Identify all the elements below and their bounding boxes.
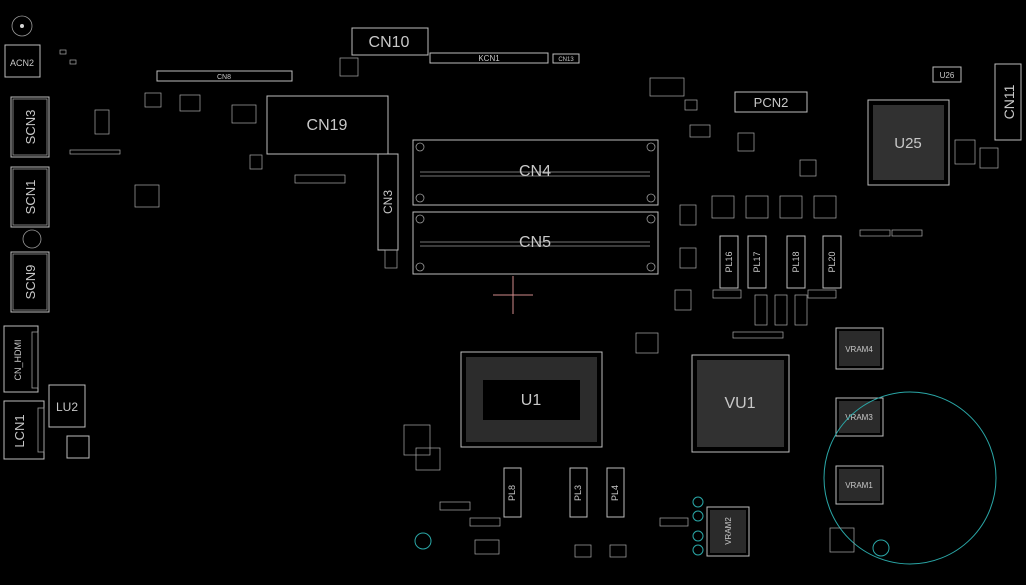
cn8-connector[interactable]: CN8 [156,70,293,82]
u26-chip[interactable]: U26 [932,66,962,83]
selection-highlight-circle [823,391,997,565]
kcn1-connector[interactable]: KCN1 [429,52,549,64]
cn10-connector[interactable]: CN10 [351,27,429,56]
vram1-chip[interactable]: VRAM1 [835,465,884,505]
u25-label: U25 [894,135,922,152]
scn3-connector[interactable]: SCN3 [10,96,50,158]
lu2-component[interactable]: LU2 [48,384,86,428]
vu1-gpu-chip[interactable]: VU1 [691,354,790,453]
cn11-connector[interactable]: CN11 [994,63,1022,141]
pl4-label: PL4 [610,485,620,501]
cn19-label: CN19 [307,117,348,134]
pl17-inductor[interactable]: PL17 [747,235,767,289]
cn4-memory-slot[interactable]: CN4 [412,139,659,206]
smd-components [59,49,999,558]
mounting-hole [414,532,432,550]
lcn1-connector[interactable]: LCN1 [3,400,45,460]
vram2-chip[interactable]: VRAM2 [706,506,750,557]
cn4-label: CN4 [519,163,551,180]
small-ic [66,435,90,459]
cn13-connector[interactable]: CN13 [552,53,580,64]
cn5-label: CN5 [519,234,551,251]
pl17-label: PL17 [752,251,762,272]
vram4-label: VRAM4 [845,345,873,354]
cn8-label: CN8 [217,74,231,81]
mounting-hole [22,229,42,249]
cn11-label: CN11 [1001,84,1017,119]
u26-label: U26 [940,71,955,80]
pl3-label: PL3 [573,485,583,501]
cn19-connector[interactable]: CN19 [266,95,389,155]
scn3-label: SCN3 [23,110,38,145]
pl3-inductor[interactable]: PL3 [569,467,588,518]
pcn2-label: PCN2 [754,95,789,110]
pl8-inductor[interactable]: PL8 [503,467,522,518]
crosshair-cursor [493,276,533,314]
pl20-label: PL20 [827,251,837,272]
lu2-label: LU2 [56,400,78,414]
u1-label: U1 [521,392,542,409]
pl4-inductor[interactable]: PL4 [606,467,625,518]
pl18-inductor[interactable]: PL18 [786,235,806,289]
cn3-label: CN3 [381,190,395,214]
test-points [692,496,704,556]
pl16-inductor[interactable]: PL16 [719,235,739,289]
acn2-label: ACN2 [10,58,34,68]
pcn2-connector[interactable]: PCN2 [734,91,808,113]
lcn1-label: LCN1 [12,414,27,447]
vu1-label: VU1 [724,395,755,412]
u25-bga-chip[interactable]: U25 [867,99,950,186]
cn13-label: CN13 [558,57,574,63]
cn-hdmi-connector[interactable]: CN_HDMI [3,325,39,393]
vram1-label: VRAM1 [845,481,873,490]
cn5-memory-slot[interactable]: CN5 [412,211,659,275]
mounting-hole [872,539,890,557]
scn9-connector[interactable]: SCN9 [10,251,50,313]
pl20-inductor[interactable]: PL20 [822,235,842,289]
vram2-label: VRAM2 [724,517,733,545]
cn10-label: CN10 [369,34,410,51]
kcn1-label: KCN1 [478,54,500,63]
vram4-chip[interactable]: VRAM4 [835,327,884,370]
cn3-connector[interactable]: CN3 [377,153,399,251]
pl16-label: PL16 [724,251,734,272]
vram3-label: VRAM3 [845,413,873,422]
scn1-connector[interactable]: SCN1 [10,166,50,228]
pl18-label: PL18 [791,251,801,272]
acn2-connector[interactable]: ACN2 [4,15,41,78]
cn-hdmi-label: CN_HDMI [13,339,23,380]
u1-cpu-chip[interactable]: U1 [460,351,603,448]
scn9-label: SCN9 [23,265,38,300]
pl8-label: PL8 [507,485,517,501]
vram3-chip[interactable]: VRAM3 [835,397,884,437]
scn1-label: SCN1 [23,180,38,215]
